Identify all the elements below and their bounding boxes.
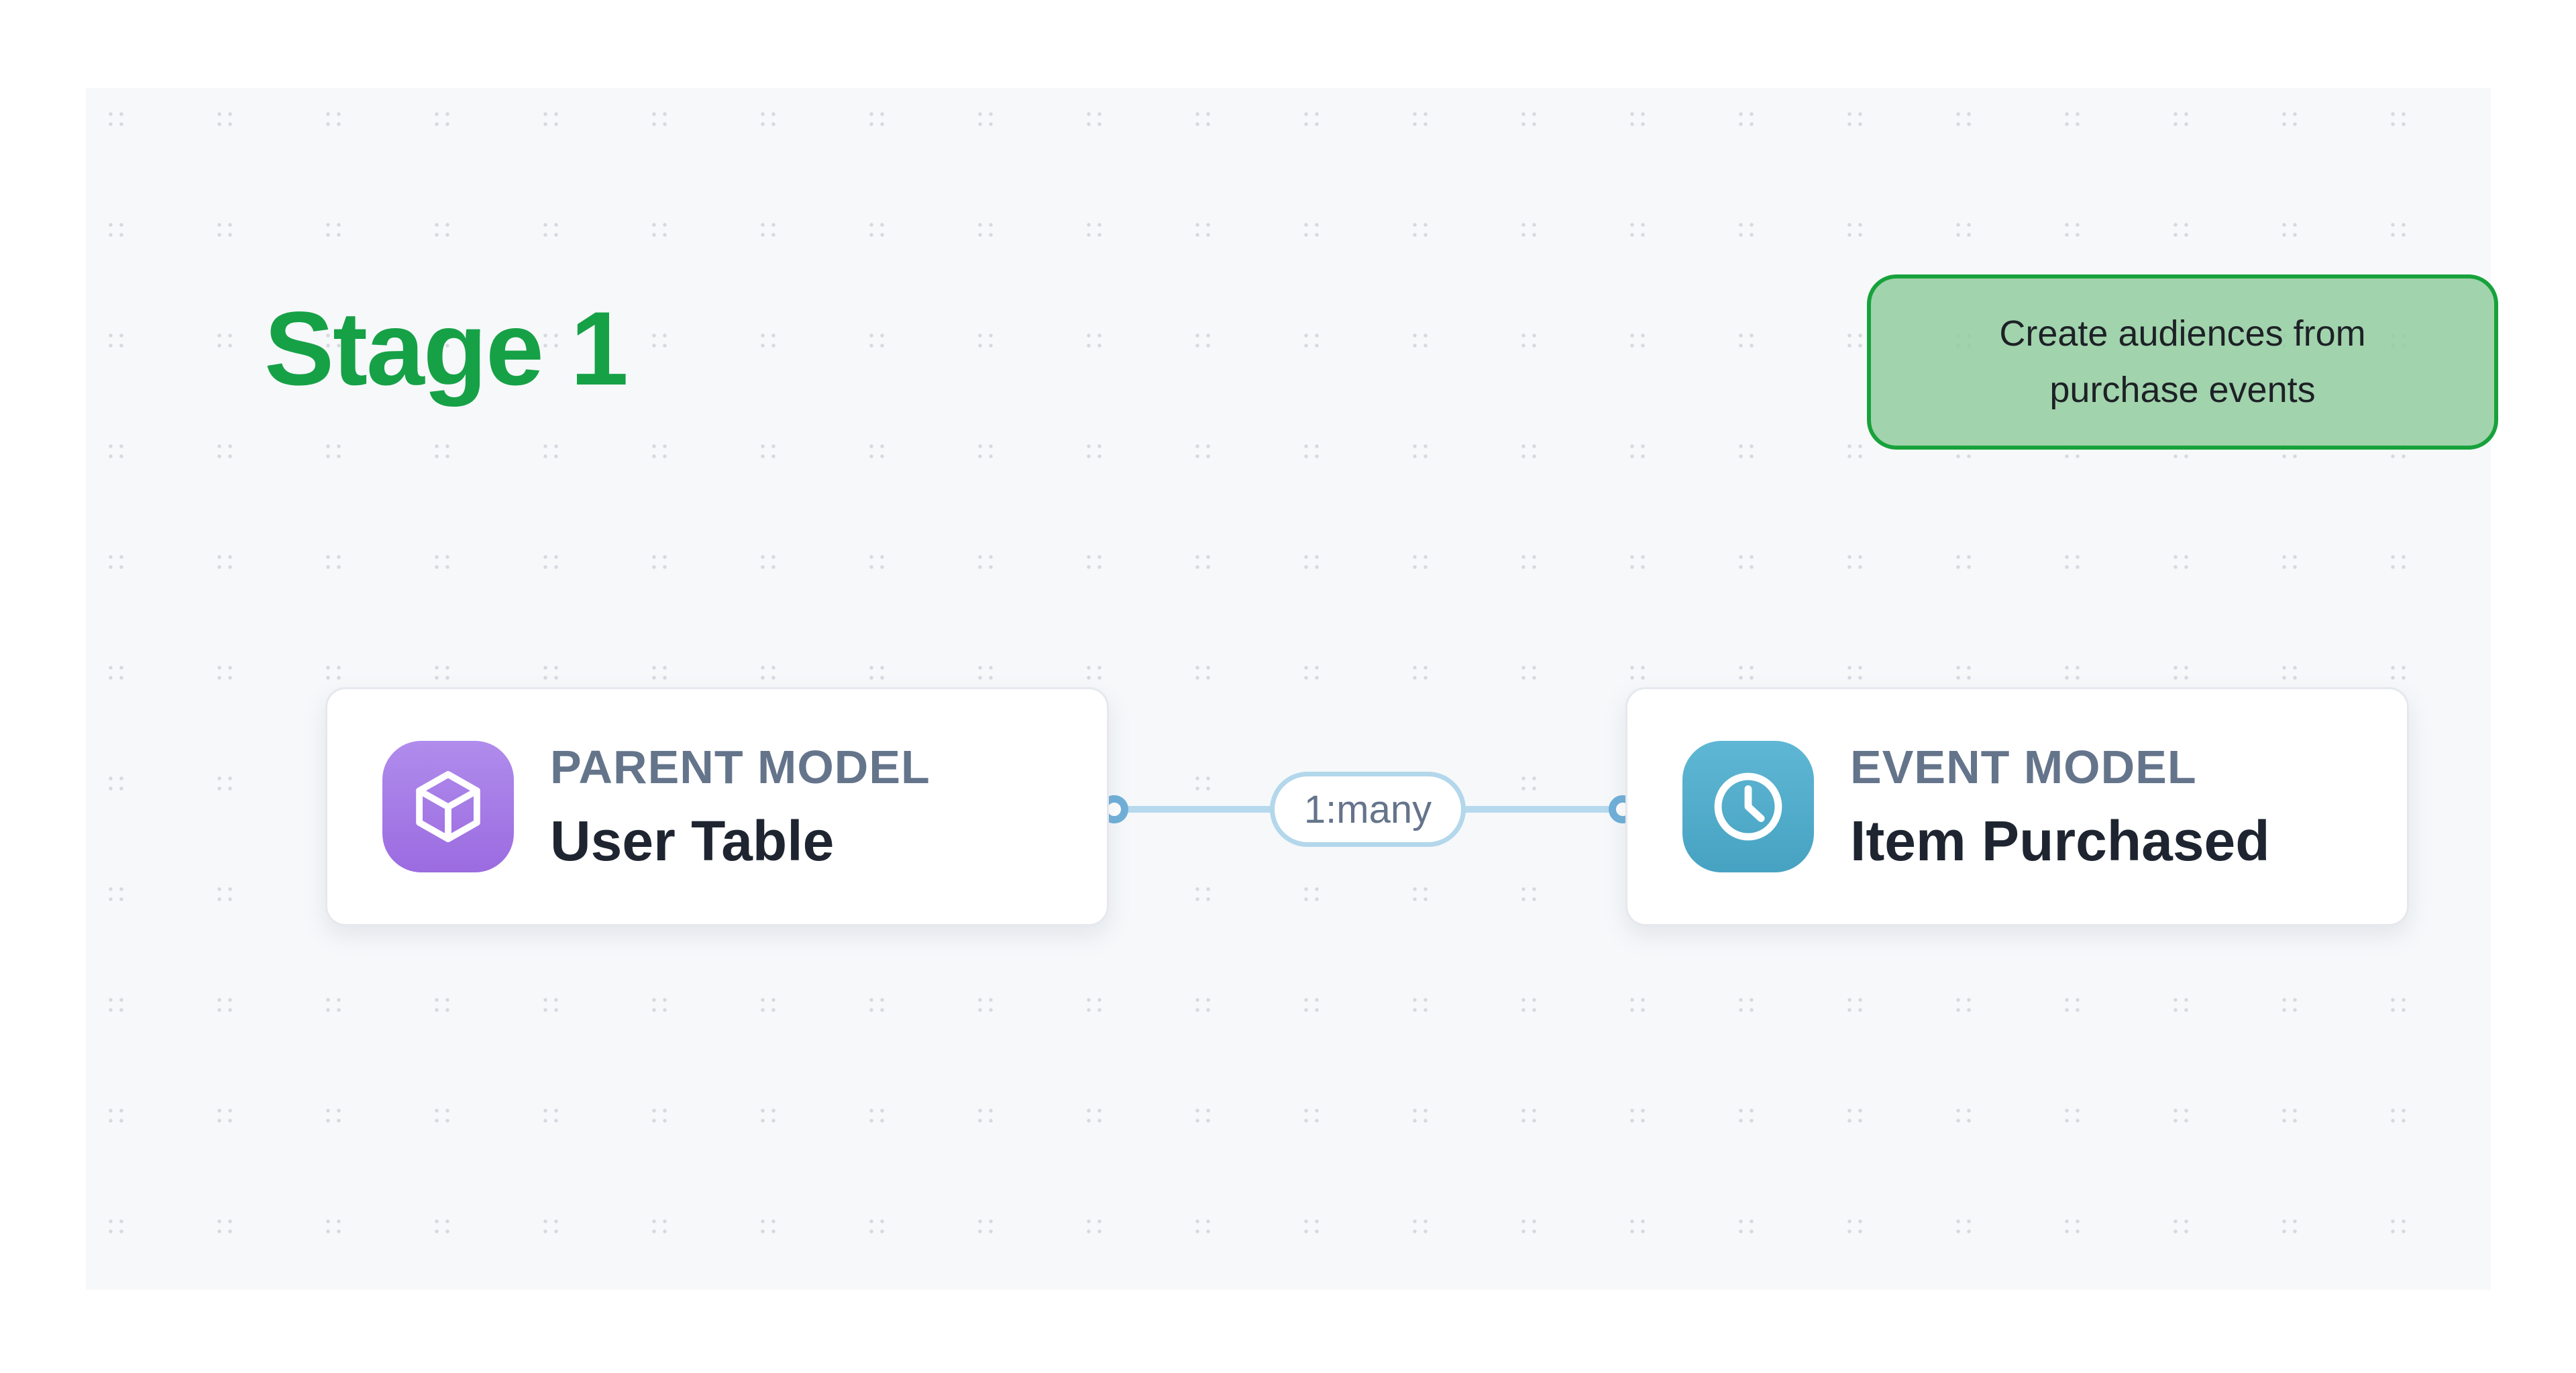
clock-icon — [1682, 741, 1814, 872]
node-type-label: PARENT MODEL — [550, 740, 930, 793]
node-event-model[interactable]: EVENT MODEL Item Purchased — [1625, 687, 2409, 926]
node-type-label: EVENT MODEL — [1850, 740, 2197, 793]
edge-cardinality-pill[interactable]: 1:many — [1270, 772, 1466, 847]
stage-title: Stage 1 — [264, 291, 629, 407]
node-text-block: PARENT MODEL User Table — [550, 740, 930, 874]
node-name: Item Purchased — [1850, 809, 2270, 872]
edge-cardinality-label: 1:many — [1303, 787, 1432, 831]
node-name: User Table — [550, 809, 835, 872]
annotation-note[interactable]: Create audiences from purchase events — [1867, 274, 2498, 450]
node-text-block: EVENT MODEL Item Purchased — [1850, 740, 2270, 874]
diagram-canvas[interactable]: Stage 1 Create audiences from purchase e… — [86, 88, 2498, 1290]
annotation-text: Create audiences from purchase events — [1999, 313, 2366, 410]
node-parent-model[interactable]: PARENT MODEL User Table — [325, 687, 1109, 926]
cube-icon — [382, 741, 514, 872]
